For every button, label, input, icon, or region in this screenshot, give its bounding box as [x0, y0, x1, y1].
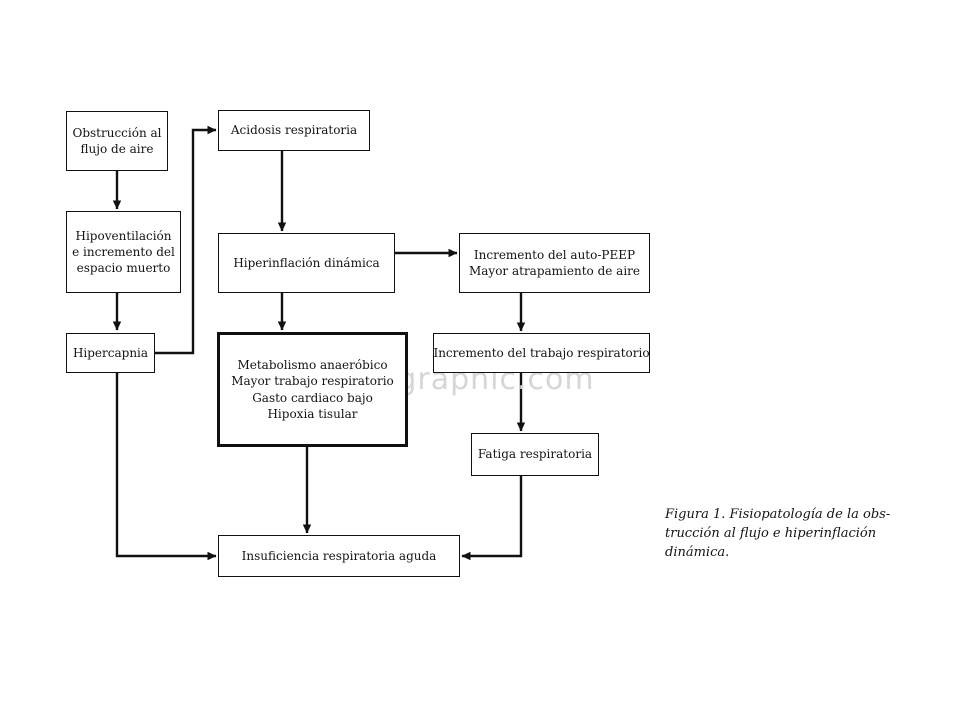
node-autopeep: Incremento del auto-PEEP Mayor atrapamie…: [459, 233, 650, 293]
node-obstruccion: Obstrucción al flujo de aire: [66, 111, 168, 171]
node-metabolismo-line-3: Gasto cardiaco bajo: [252, 390, 373, 405]
node-obstruccion-line-2: flujo de aire: [80, 142, 154, 156]
node-autopeep-label: Incremento del auto-PEEP Mayor atrapamie…: [469, 247, 640, 279]
node-insuficiencia-label: Insuficiencia respiratoria aguda: [242, 548, 437, 564]
node-acidosis-label: Acidosis respiratoria: [231, 122, 357, 138]
node-metabolismo-label: Metabolismo anaeróbico Mayor trabajo res…: [231, 357, 394, 422]
node-hipoventilacion: Hipoventilación e incremento del espacio…: [66, 211, 181, 293]
figure-caption-line-3: dinámica.: [665, 544, 730, 560]
node-hiperinflacion-label: Hiperinflación dinámica: [233, 255, 379, 271]
node-metabolismo: Metabolismo anaeróbico Mayor trabajo res…: [217, 332, 408, 447]
figure-caption-line-1: Figura 1. Fisiopatología de la obs-: [665, 507, 891, 522]
node-hiperinflacion: Hiperinflación dinámica: [218, 233, 395, 293]
arrow-fatiga-to-insuficiencia: [461, 476, 523, 561]
figure-caption-line-2: trucción al flujo e hiperinflación: [665, 525, 877, 541]
node-trabajo-label: Incremento del trabajo respiratorio: [433, 345, 649, 361]
node-insuficiencia: Insuficiencia respiratoria aguda: [218, 535, 460, 577]
node-trabajo-line-1: Incremento del trabajo respiratorio: [433, 345, 650, 360]
figure-caption: Figura 1. Fisiopatología de la obs- truc…: [665, 506, 895, 563]
node-acidosis: Acidosis respiratoria: [218, 110, 370, 151]
node-fatiga-label: Fatiga respiratoria: [478, 446, 592, 462]
node-autopeep-line-1: Incremento del auto-PEEP: [473, 247, 636, 262]
node-hiperinflacion-line-1: Hiperinflación dinámica: [233, 255, 380, 270]
node-hipoventilacion-label: Hipoventilación e incremento del espacio…: [72, 228, 175, 277]
node-insuficiencia-line-1: Insuficiencia respiratoria aguda: [241, 548, 437, 563]
node-hipercapnia-line-1: Hipercapnia: [72, 345, 149, 360]
node-fatiga-line-1: Fatiga respiratoria: [477, 447, 593, 462]
node-metabolismo-line-1: Metabolismo anaeróbico: [237, 358, 388, 373]
node-hipercapnia-label: Hipercapnia: [73, 345, 148, 361]
node-fatiga: Fatiga respiratoria: [471, 433, 599, 476]
node-metabolismo-line-2: Mayor trabajo respiratorio: [231, 374, 394, 389]
node-hipercapnia: Hipercapnia: [66, 333, 155, 373]
node-obstruccion-line-1: Obstrucción al: [72, 125, 162, 140]
node-metabolismo-line-4: Hipoxia tisular: [267, 406, 358, 421]
node-hipoventilacion-line-1: Hipoventilación: [75, 228, 172, 243]
node-trabajo: Incremento del trabajo respiratorio: [433, 333, 650, 373]
node-hipoventilacion-line-2: e incremento del: [72, 244, 175, 259]
arrow-hipercapnia-to-insuficiencia: [115, 373, 217, 561]
node-autopeep-line-2: Mayor atrapamiento de aire: [468, 264, 641, 278]
node-hipoventilacion-line-3: espacio muerto: [76, 261, 171, 276]
node-acidosis-line-1: Acidosis respiratoria: [230, 123, 358, 138]
node-obstruccion-label: Obstrucción al flujo de aire: [72, 125, 161, 157]
arrow-hipercapnia-to-acidosis: [155, 125, 217, 355]
